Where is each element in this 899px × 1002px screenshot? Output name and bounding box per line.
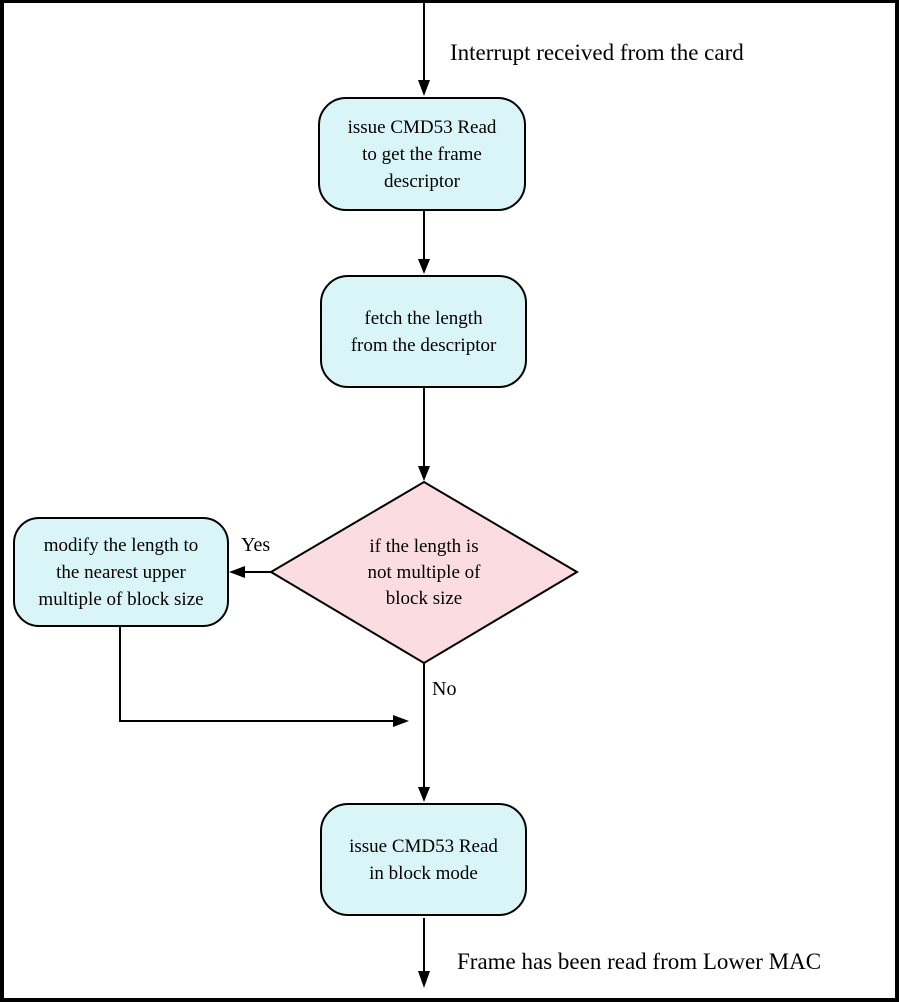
edge-entry-arrowhead (418, 80, 430, 96)
node-fetch-length: fetch the length from the descriptor (320, 275, 527, 388)
edge-label-no: No (432, 678, 457, 700)
edge-fetch-to-decision-arrowhead (418, 466, 430, 481)
node-decision-text: if the length is not multiple of block s… (367, 536, 481, 609)
edge-yes-arrowhead (229, 566, 245, 578)
node-issue-cmd53-descriptor: issue CMD53 Read to get the frame descri… (318, 97, 526, 211)
edge-no-arrowhead (418, 787, 430, 802)
node-issue-cmd53-block-mode: issue CMD53 Read in block mode (320, 803, 527, 916)
edge-descriptor-to-fetch-arrowhead (418, 259, 430, 274)
end-label: Frame has been read from Lower MAC (457, 949, 822, 974)
edge-rejoin-arrowhead (393, 715, 409, 727)
start-label: Interrupt received from the card (450, 40, 744, 65)
edge-rejoin-line (119, 627, 394, 722)
edge-exit-arrowhead (418, 971, 430, 988)
edge-label-yes: Yes (241, 534, 271, 556)
node-modify-length: modify the length to the nearest upper m… (13, 517, 229, 627)
